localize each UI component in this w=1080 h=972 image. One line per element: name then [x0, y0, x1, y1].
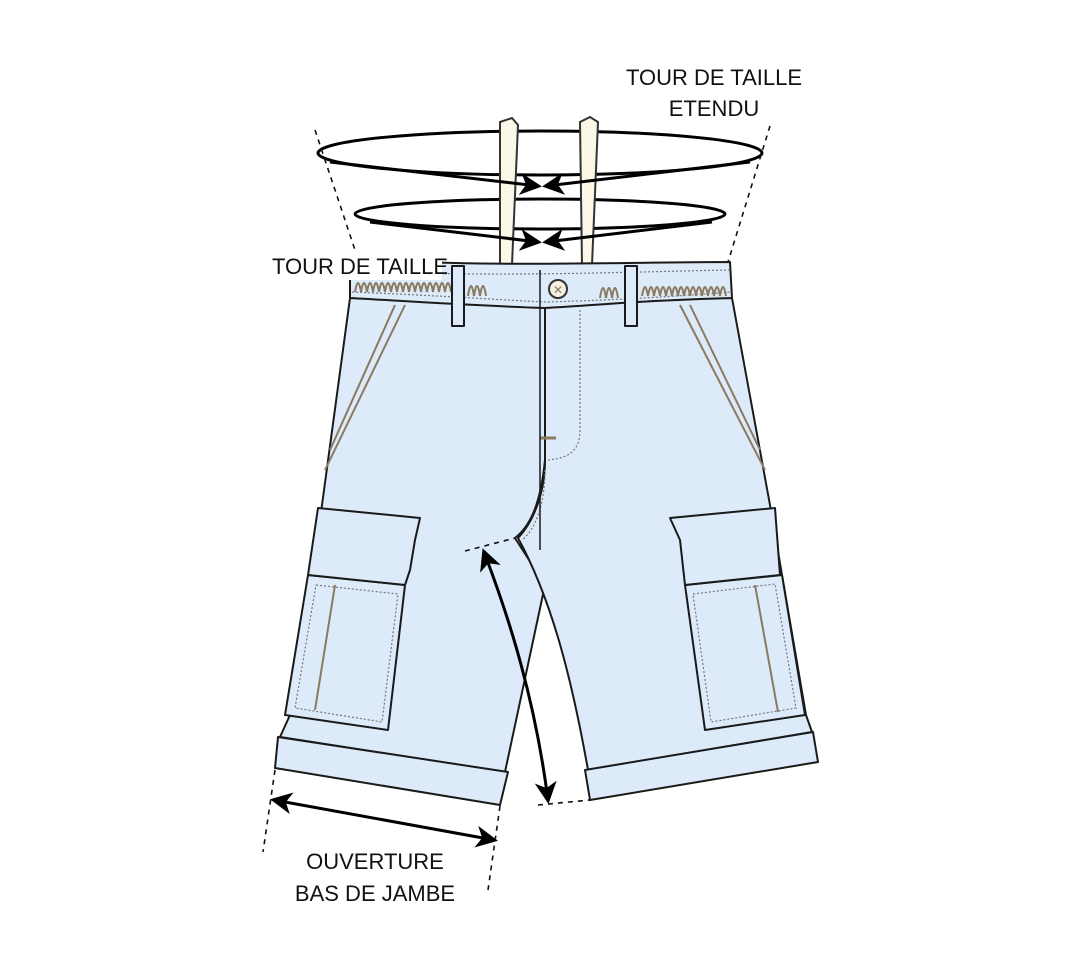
drawstring-left	[499, 116, 520, 266]
leg-opening-label-line1: OUVERTURE	[306, 849, 444, 874]
waist-label: TOUR DE TAILLE	[272, 254, 448, 279]
guide-dash-left	[314, 129, 356, 251]
belt-loop-left	[451, 265, 465, 327]
guide-dash-right	[727, 125, 771, 263]
left-cuff	[274, 736, 509, 806]
elastic-gathers-left	[354, 282, 487, 297]
extended-waist-label-line2: ETENDU	[669, 96, 759, 121]
right-cuff	[584, 731, 819, 801]
right-cargo-flap	[669, 507, 781, 586]
belt-loop-right	[624, 265, 638, 327]
inseam-guide-bottom	[537, 799, 591, 806]
left-slant-pocket	[324, 304, 406, 471]
drawstring-right	[578, 115, 600, 266]
leg-opening-guide-right	[487, 805, 501, 891]
inseam-guide-top	[464, 537, 516, 552]
waist-arrow-right	[542, 220, 713, 251]
waist-loop	[353, 197, 727, 231]
leg-opening-label-line2: BAS DE JAMBE	[295, 881, 455, 906]
leg-opening-arrow	[270, 792, 498, 848]
elastic-gathers-right	[599, 286, 727, 299]
left-cargo-flap	[307, 507, 421, 586]
extended-waist-arrow-left	[329, 160, 542, 195]
svg-text:✕: ✕	[553, 283, 563, 297]
button	[548, 279, 568, 299]
fly-stitching	[547, 310, 581, 461]
leg-opening-guide-left	[262, 769, 276, 853]
waist-arrow-left	[369, 220, 542, 251]
extended-waist-arrow-right	[542, 160, 751, 195]
inseam-arrow	[480, 548, 557, 804]
extended-waist-label-line1: TOUR DE TAILLE	[626, 65, 802, 90]
left-cargo-pocket	[284, 574, 406, 731]
right-slant-pocket	[679, 304, 766, 471]
